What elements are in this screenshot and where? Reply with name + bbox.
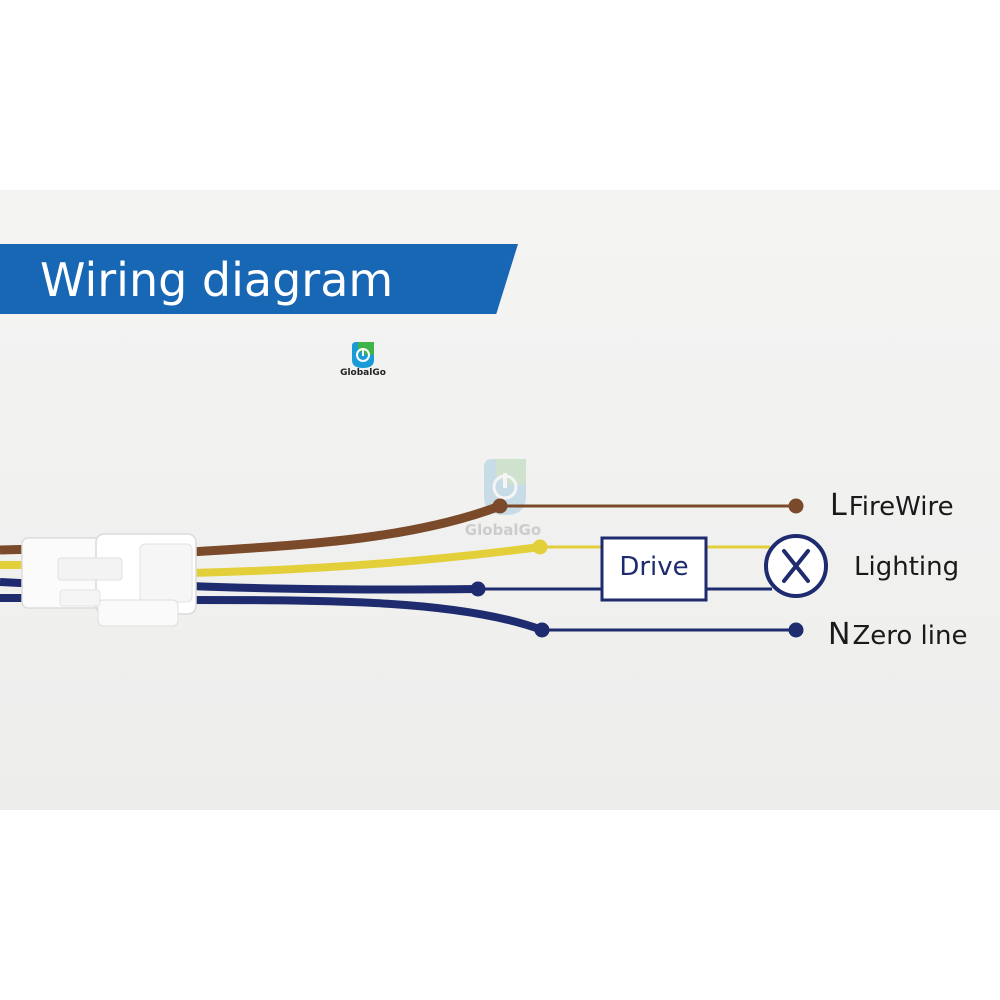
- wire-name-lighting: Lighting: [854, 552, 960, 582]
- yellow-cable: [186, 543, 544, 577]
- wire-label-firewire: LFireWire: [830, 490, 954, 523]
- schematic-lines: [478, 504, 796, 632]
- brown-cable: [185, 501, 505, 557]
- terminal-dot-navy-start: [470, 581, 486, 597]
- terminal-dots: [470, 498, 804, 638]
- wire-label-zero-line: NZero line: [828, 619, 967, 652]
- watermark-brand-text: GlobalGo: [464, 521, 542, 539]
- drive-label: Drive: [619, 552, 689, 582]
- drive-box: [600, 536, 708, 602]
- logo-brand-text: GlobalGo: [340, 368, 386, 378]
- navy-cable-1: [186, 582, 482, 594]
- wire-name-zero-line: Zero line: [852, 621, 968, 651]
- wire-code-n: N: [828, 617, 851, 652]
- terminal-dot-yellow-start: [532, 539, 548, 555]
- lamp-x-icon: [764, 534, 828, 598]
- terminal-dot-zero-start: [534, 622, 550, 638]
- wire-code-l: L: [830, 488, 847, 523]
- globalgo-logo-icon: [352, 342, 374, 368]
- terminal-dot-brown-start: [492, 498, 508, 514]
- cable-bundle: [0, 501, 546, 634]
- page-title: Wiring diagram: [40, 253, 394, 307]
- wire-label-lighting: Lighting: [854, 551, 959, 583]
- terminal-dot-zero-end: [788, 622, 804, 638]
- navy-cable-2: [186, 596, 546, 634]
- title-banner: [0, 244, 518, 314]
- connector-plug: [21, 533, 197, 627]
- wire-name-firewire: FireWire: [848, 492, 954, 522]
- globalgo-logo: GlobalGo: [338, 340, 388, 382]
- terminal-dot-firewire: [788, 498, 804, 514]
